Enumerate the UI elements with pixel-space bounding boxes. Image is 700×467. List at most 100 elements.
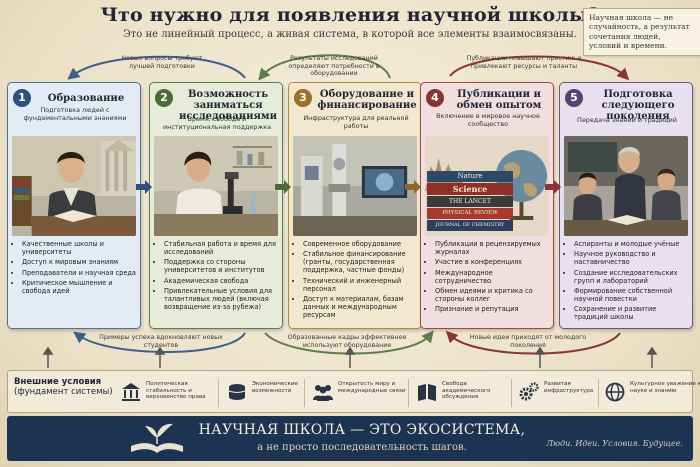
stage-item: Международное сотрудничество: [435, 269, 549, 286]
top-link-label-3: Публикации повышают престиж и привлекают…: [466, 55, 582, 70]
page-title: Что нужно для появления научной школы?: [100, 4, 600, 26]
stage-item: Научное руководство и наставничество: [574, 250, 688, 267]
external-conditions-title: Внешние условия (фундамент системы): [14, 377, 114, 397]
flow-arrow-right-icon: [275, 180, 291, 194]
flow-arrow-right-icon: [405, 180, 421, 194]
stage-item: Качественные школы и университеты: [22, 240, 136, 257]
footer-banner: НАУЧНАЯ ШКОЛА — ЭТО ЭКОСИСТЕМА, а не про…: [7, 416, 693, 461]
stage-item: Признание и репутация: [435, 305, 549, 314]
journal-spine: THE LANCET: [427, 196, 513, 207]
external-title-sub: (фундамент системы): [14, 387, 113, 398]
stage-item: Поддержка со стороны университетов и инс…: [164, 258, 278, 275]
gears-icon: [519, 382, 539, 401]
external-item: Развитая инфраструктура: [518, 378, 600, 408]
stage-item: Стабильное финансирование (гранты, госуд…: [303, 250, 417, 275]
stage-card-next-generation: 5 Подготовка следующего поколения Переда…: [559, 82, 693, 329]
books-icon: [418, 384, 436, 401]
divider: [408, 379, 409, 407]
journal-stack: Nature Science THE LANCET PHYSICAL REVIE…: [427, 171, 513, 231]
stage-item: Доступ к материалам, базам данных и межд…: [303, 295, 417, 320]
journal-spine: JOURNAL OF CHEMISTRY: [427, 220, 513, 231]
stage-card-research: 2 Возможность заниматься исследованиями …: [149, 82, 283, 329]
external-item: Открытость миру и международные связи: [312, 378, 412, 408]
stage-item: Академическая свобода: [164, 277, 278, 286]
stage-item: Аспиранты и молодые учёные: [574, 240, 688, 249]
stage-title: Возможность заниматься исследованиями: [179, 89, 277, 122]
stage-item: Критическое мышление и свобода идей: [22, 279, 136, 296]
stage-number: 4: [426, 89, 444, 107]
side-note: Научная школа — не случайность, а резуль…: [583, 8, 700, 56]
lab-equipment-illustration: [293, 136, 417, 236]
stage-title: Публикации и обмен опытом: [456, 89, 542, 111]
top-link-label-2: Результаты исследований определяют потре…: [288, 55, 380, 78]
divider: [511, 379, 512, 407]
stage-item: Преподаватели и научная среда: [22, 269, 136, 278]
bottom-link-label-2: Образованные кадры эффективнее использую…: [287, 334, 407, 349]
people-icon: [313, 385, 333, 401]
coins-icon: [228, 384, 246, 400]
bottom-link-label-3: Новые идеи приходят от молодого поколени…: [469, 334, 587, 349]
external-item: Культурное уважение к науке и знанию: [604, 378, 700, 408]
top-link-label-1: Новые вопросы требуют лучшей подготовки: [121, 55, 203, 70]
stage-card-equipment: 3 Оборудование и финансирование Инфрастр…: [288, 82, 422, 329]
stage-subtitle: Включение в мировое научное сообщество: [436, 112, 540, 128]
stage-number: 3: [294, 89, 312, 107]
page-subtitle: Это не линейный процесс, а живая система…: [123, 29, 577, 40]
stage-card-publications: 4 Публикации и обмен опытом Включение в …: [420, 82, 554, 329]
stage-title: Оборудование и финансирование: [317, 89, 417, 111]
stage-item: Доступ к мировым знаниям: [22, 258, 136, 267]
stage-item: Сохранение и развитие традиций школы: [574, 305, 688, 322]
stage-item: Формирование собственной научной повестк…: [574, 287, 688, 304]
external-item-label: Открытость миру и международные связи: [338, 381, 406, 394]
globe-icon: [605, 382, 625, 402]
journal-spine: Science: [427, 183, 513, 195]
stage-subtitle: Передача знаний и традиций: [577, 116, 677, 124]
journal-spine: PHYSICAL REVIEW: [427, 208, 513, 219]
external-item-label: Политическая стабильность и верховенство…: [146, 381, 206, 401]
stage-item: Привлекательные условия для талантливых …: [164, 287, 278, 312]
stage-number: 5: [565, 89, 583, 107]
stage-item: Создание исследовательских групп и лабор…: [574, 269, 688, 286]
stage-item: Технический и инженерный персонал: [303, 277, 417, 294]
external-item-label: Свобода академического обсуждения: [442, 381, 491, 401]
external-item-label: Культурное уважение к науке и знанию: [630, 381, 700, 394]
divider: [218, 379, 219, 407]
stage-subtitle: Инфраструктура для реальной работы: [303, 114, 409, 130]
stage-items: Современное оборудование Стабильное фина…: [289, 240, 421, 322]
bottom-link-label-1: Примеры успеха вдохновляют новых студент…: [99, 334, 223, 349]
building-columns-icon: [122, 383, 140, 401]
stage-item: Стабильная работа и время для исследован…: [164, 240, 278, 257]
external-conditions-bar: Внешние условия (фундамент системы) Поли…: [7, 370, 700, 413]
stage-items: Публикации в рецензируемых журналах Учас…: [421, 240, 553, 317]
journal-spine: Nature: [427, 171, 513, 182]
footer-main-text: НАУЧНАЯ ШКОЛА — ЭТО ЭКОСИСТЕМА,: [198, 422, 526, 438]
stage-number: 2: [155, 89, 173, 107]
support-arrows: [42, 346, 658, 368]
stage-subtitle: Время, свобода и институциональная подде…: [162, 115, 271, 131]
external-item-label: Развитая инфраструктура: [544, 381, 594, 394]
stage-subtitle: Подготовка людей с фундаментальными знан…: [23, 106, 127, 122]
scientist-microscope-illustration: [154, 136, 278, 236]
stage-item: Участие в конференциях: [435, 258, 549, 267]
book-sprout-icon: [131, 423, 183, 453]
stage-card-education: 1 Образование Подготовка людей с фундаме…: [7, 82, 141, 329]
mentor-students-illustration: [564, 136, 688, 236]
stage-item: Обмен идеями и критика со стороны коллег: [435, 287, 549, 304]
footer-tagline: Люди. Идеи. Условия. Будущее.: [546, 439, 683, 448]
divider: [598, 379, 599, 407]
stage-items: Качественные школы и университеты Доступ…: [8, 240, 140, 298]
student-reading-illustration: [12, 136, 136, 236]
external-title-main: Внешние условия: [14, 377, 102, 387]
flow-arrow-right-icon: [545, 180, 561, 194]
external-item: Политическая стабильность и верховенство…: [120, 378, 215, 408]
stage-items: Аспиранты и молодые учёные Научное руков…: [560, 240, 692, 325]
divider: [304, 379, 305, 407]
flow-arrow-right-icon: [136, 180, 152, 194]
stage-items: Стабильная работа и время для исследован…: [150, 240, 282, 314]
footer-sub-text: а не просто последовательность шагов.: [257, 442, 467, 453]
stage-number: 1: [13, 89, 31, 107]
stage-item: Публикации в рецензируемых журналах: [435, 240, 549, 257]
stage-title: Образование: [47, 93, 125, 104]
external-item-label: Экономические возможности: [252, 381, 298, 394]
